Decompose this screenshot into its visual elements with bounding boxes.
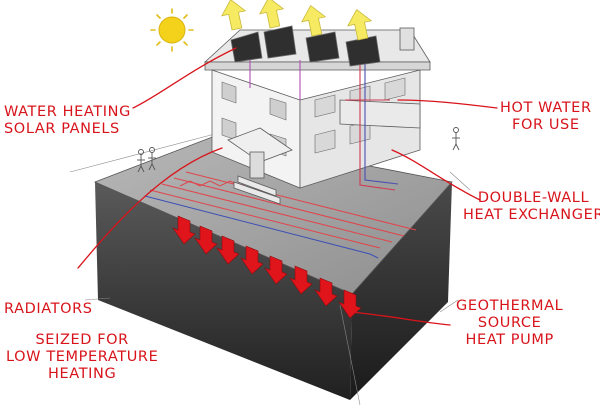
geothermal-heat-arrow-icon: [289, 265, 313, 295]
geothermal-heat-arrow-icon: [314, 277, 338, 307]
solar-panel: [230, 31, 263, 63]
label-low-temperature-line3: HEATING: [48, 366, 117, 382]
leader-heat-exchanger: [391, 149, 481, 201]
sunlight-arrow-icon: [259, 0, 285, 29]
label-heat-pump: GEOTHERMAL SOURCE HEAT PUMP: [456, 298, 563, 349]
sunlight-arrow-icon: [221, 0, 247, 31]
sun-icon: [150, 8, 194, 52]
label-hot-water-line1: HOT WATER: [500, 100, 592, 116]
side-annex: [339, 99, 421, 129]
people-figures: [137, 127, 460, 173]
label-low-temperature-line2: LOW TEMPERATURE: [6, 349, 159, 365]
label-heat-exchanger-line1: DOUBLE-WALL: [477, 190, 590, 206]
ground-right-face: [350, 182, 452, 400]
leader-solar-panels: [132, 47, 237, 109]
label-heat-pump-line3: HEAT PUMP: [465, 332, 554, 348]
label-solar-panels-line1: WATER HEATING: [4, 104, 131, 120]
geothermal-heat-arrows: [172, 215, 362, 319]
person-figure-icon: [452, 127, 460, 151]
geothermal-heat-arrow-icon: [240, 245, 264, 275]
ground-top-face: [93, 135, 453, 295]
front-door: [249, 151, 265, 179]
label-heat-exchanger: DOUBLE-WALL HEAT EXCHANGER: [463, 190, 600, 224]
sunlight-arrow-icon: [347, 9, 373, 41]
label-low-temperature: SEIZED FOR LOW TEMPERATURE HEATING: [6, 332, 158, 383]
annotation-leader-lines: [77, 47, 498, 326]
label-radiators: RADIATORS: [4, 301, 93, 318]
leader-radiators: [77, 147, 223, 269]
label-hot-water: HOT WATER FOR USE: [500, 100, 592, 134]
leader-heat-pump: [351, 311, 451, 326]
person-figure-icon: [148, 147, 156, 171]
chimney: [399, 27, 415, 51]
label-radiators-text: RADIATORS: [4, 301, 93, 317]
solar-panel: [263, 25, 297, 59]
geothermal-heat-arrow-icon: [216, 235, 240, 265]
label-heat-pump-line2: SOURCE: [477, 315, 542, 331]
label-heat-pump-line1: GEOTHERMAL: [456, 298, 564, 314]
porch-roof: [227, 127, 293, 163]
label-solar-panels: WATER HEATING SOLAR PANELS: [4, 104, 131, 138]
ground-block: [69, 129, 471, 406]
sunlight-arrows: [221, 0, 373, 41]
label-low-temperature-line1: SEIZED FOR: [35, 332, 129, 348]
house-water-pipes: [249, 50, 399, 191]
porch-steps: [233, 175, 281, 205]
label-hot-water-line2: FOR USE: [512, 117, 580, 133]
leader-hot-water: [397, 99, 498, 109]
label-heat-exchanger-line2: HEAT EXCHANGER: [463, 207, 600, 223]
solar-panels: [230, 25, 381, 67]
geothermal-heat-arrow-icon: [264, 255, 288, 285]
ground-left-face: [95, 182, 352, 400]
geothermal-heat-arrow-icon: [194, 225, 218, 255]
label-solar-panels-line2: SOLAR PANELS: [4, 121, 120, 137]
geothermal-heat-arrow-icon: [172, 215, 196, 245]
solar-panel: [305, 31, 340, 63]
person-figure-icon: [137, 149, 145, 173]
sunlight-arrow-icon: [301, 5, 327, 37]
